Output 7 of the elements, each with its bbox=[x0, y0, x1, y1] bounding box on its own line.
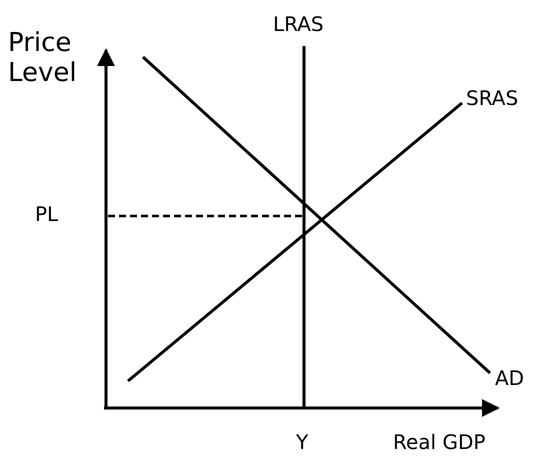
axis-value-label: PL bbox=[35, 202, 58, 226]
curve-label: AD bbox=[495, 366, 524, 390]
curve-label: SRAS bbox=[466, 86, 518, 110]
curve-label: LRAS bbox=[273, 12, 324, 36]
axis-value-label: Y bbox=[296, 430, 308, 454]
axis-title: Price Level bbox=[8, 28, 78, 88]
axis-title: Real GDP bbox=[393, 430, 486, 454]
